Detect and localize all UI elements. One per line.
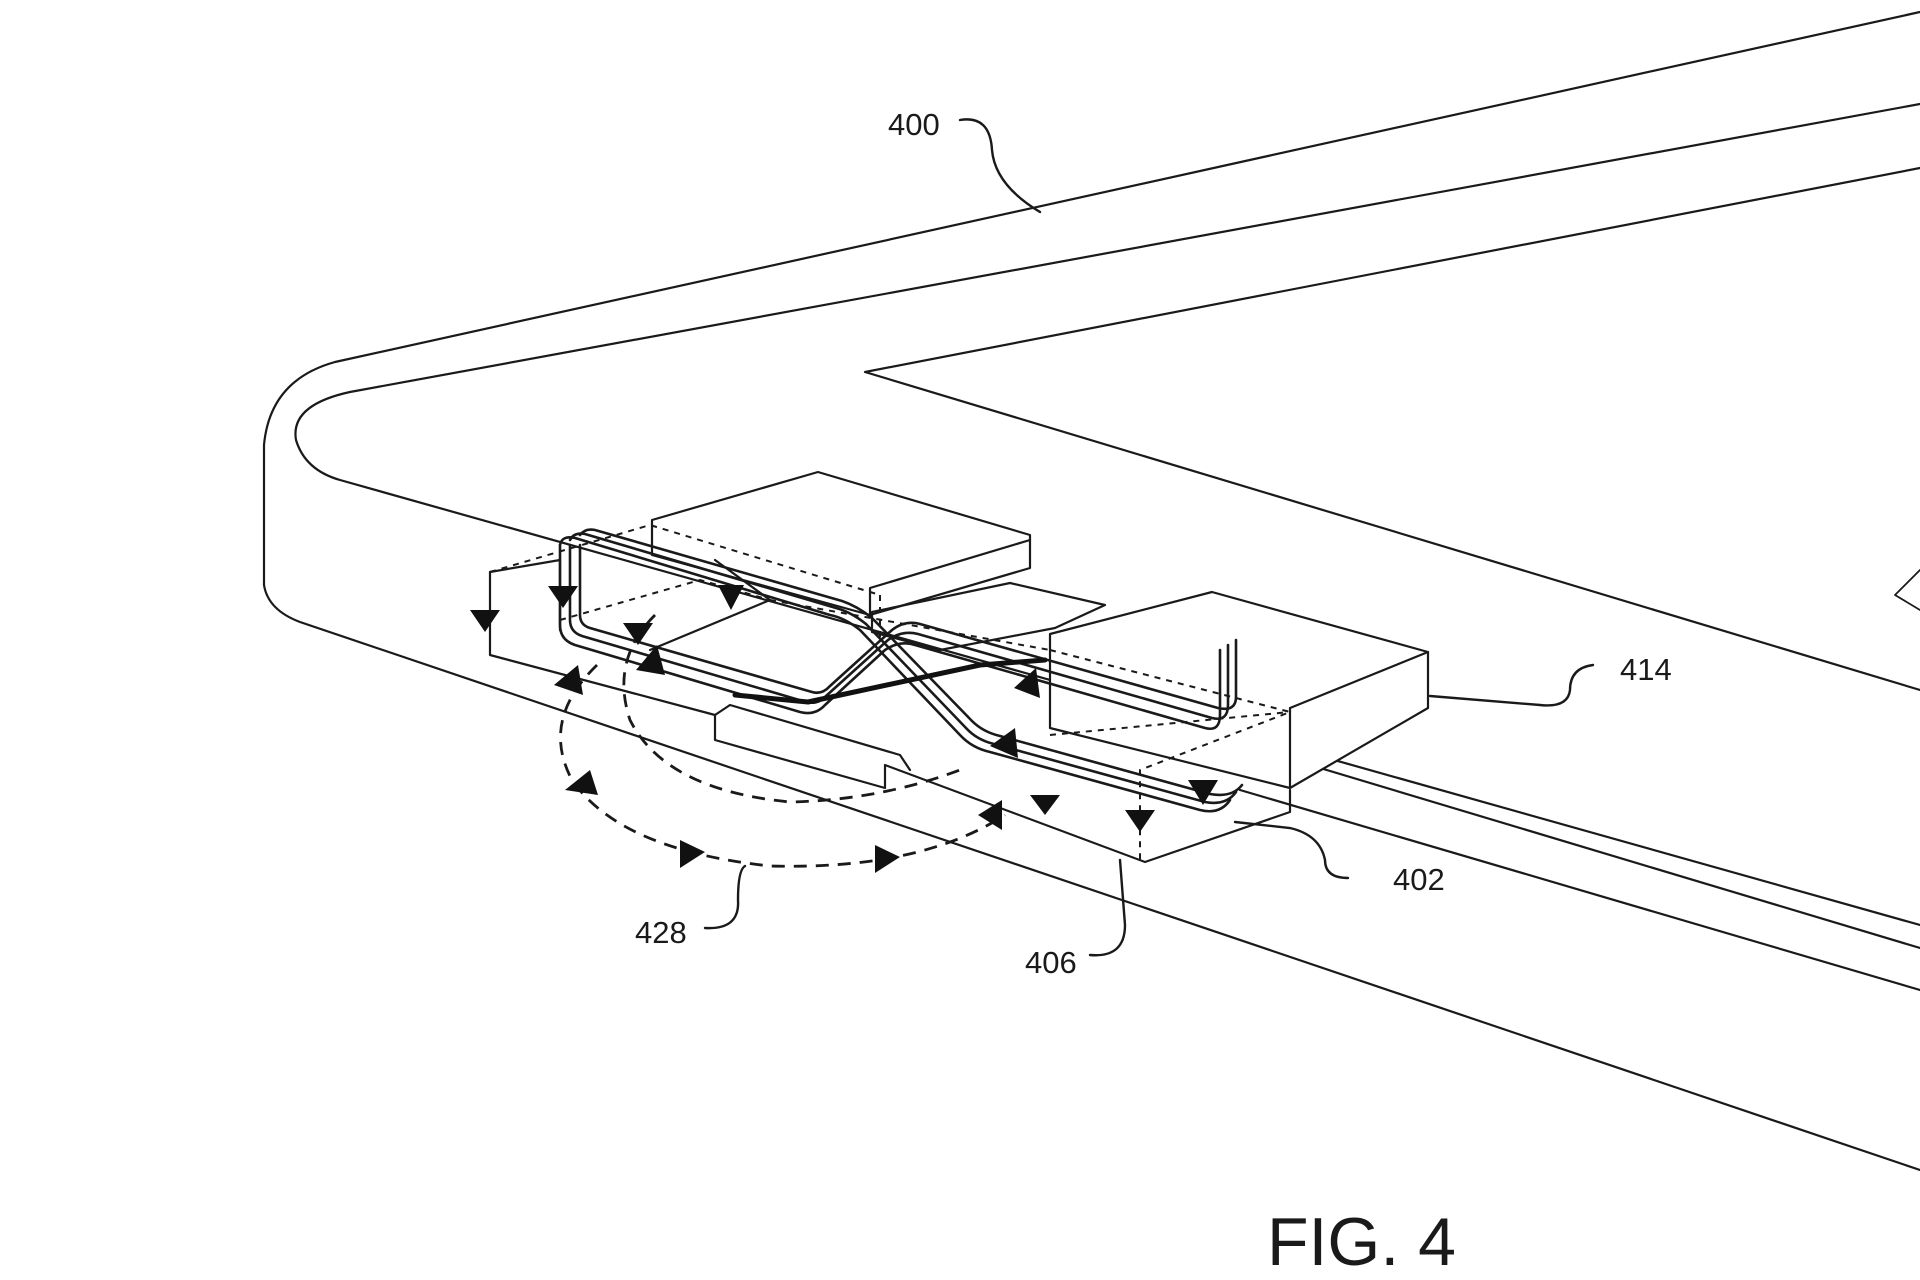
coil-winding-2 (568, 543, 1230, 720)
arrow-coil-mid-down (623, 623, 653, 645)
arrow-coil-right-lower (1030, 795, 1060, 815)
arrow-field-outer-right (875, 845, 900, 873)
leader-406 (1088, 858, 1127, 957)
flow-arrows (470, 585, 1218, 873)
arrow-coil-lower-left (636, 645, 665, 675)
leader-428 (703, 864, 747, 930)
dotted-right (1049, 649, 1294, 862)
device-side-line-lower (1238, 788, 1920, 992)
coil-crossing-conductor (732, 657, 1048, 705)
device-bottom-edge (262, 583, 1920, 1172)
leader-402 (1233, 820, 1350, 880)
arrow-coil-lower-left-2 (554, 665, 583, 695)
field-line-outer (559, 663, 1006, 868)
dotted-top-left (489, 523, 881, 596)
housing-blocks (650, 470, 1430, 790)
device-inner-corner-edge (294, 102, 1920, 927)
arrow-coil-upper-mid (718, 585, 744, 610)
arrow-field-outer-left (565, 770, 598, 795)
leader-400 (958, 118, 1042, 214)
coil-windings (558, 528, 1244, 813)
label-414: 414 (1620, 652, 1672, 687)
core-plate-lower-step (713, 703, 912, 772)
device-display-panel-edge (863, 166, 1920, 692)
arrow-coil-right-mid (1014, 668, 1040, 698)
reference-numerals: 400 414 402 406 428 (635, 107, 1672, 980)
dotted-inner (879, 595, 1291, 736)
dotted-mid (559, 578, 1051, 651)
device-outer-top-edge (262, 10, 1920, 587)
device-body (262, 10, 1920, 1172)
label-402: 402 (1393, 862, 1445, 897)
core-dotted-outline (489, 523, 1294, 862)
magnetic-field-lines (559, 614, 1006, 868)
coil-winding-1 (558, 543, 1222, 730)
coil-winding-top-3 (578, 528, 1244, 797)
label-428: 428 (635, 915, 687, 950)
arrow-coil-left-down (470, 610, 500, 632)
label-400: 400 (888, 107, 940, 142)
leader-414 (1428, 663, 1595, 707)
housing-right-block-front (1288, 650, 1430, 790)
housing-right-block-top (1048, 590, 1430, 790)
leader-lines (703, 118, 1595, 957)
field-line-inner (622, 614, 961, 804)
arrow-coil-cross (978, 800, 1002, 830)
arrow-coil-right-down-2 (1125, 810, 1155, 832)
device-side-line-upper (1298, 760, 1920, 950)
label-406: 406 (1025, 945, 1077, 980)
device-right-notch (1894, 569, 1920, 611)
arrow-coil-left-top (548, 586, 578, 608)
housing-left-block-front (868, 538, 1032, 617)
figure-caption: FIG. 4 (1267, 1204, 1456, 1280)
arrow-coil-right-mid-2 (990, 728, 1018, 758)
core-plate-left-end (488, 558, 562, 632)
coil-winding-3 (578, 543, 1238, 711)
arrow-coil-right-down (1188, 780, 1218, 805)
core-plate-outline (488, 570, 1292, 864)
arrow-field-outer-bottom (680, 840, 705, 868)
